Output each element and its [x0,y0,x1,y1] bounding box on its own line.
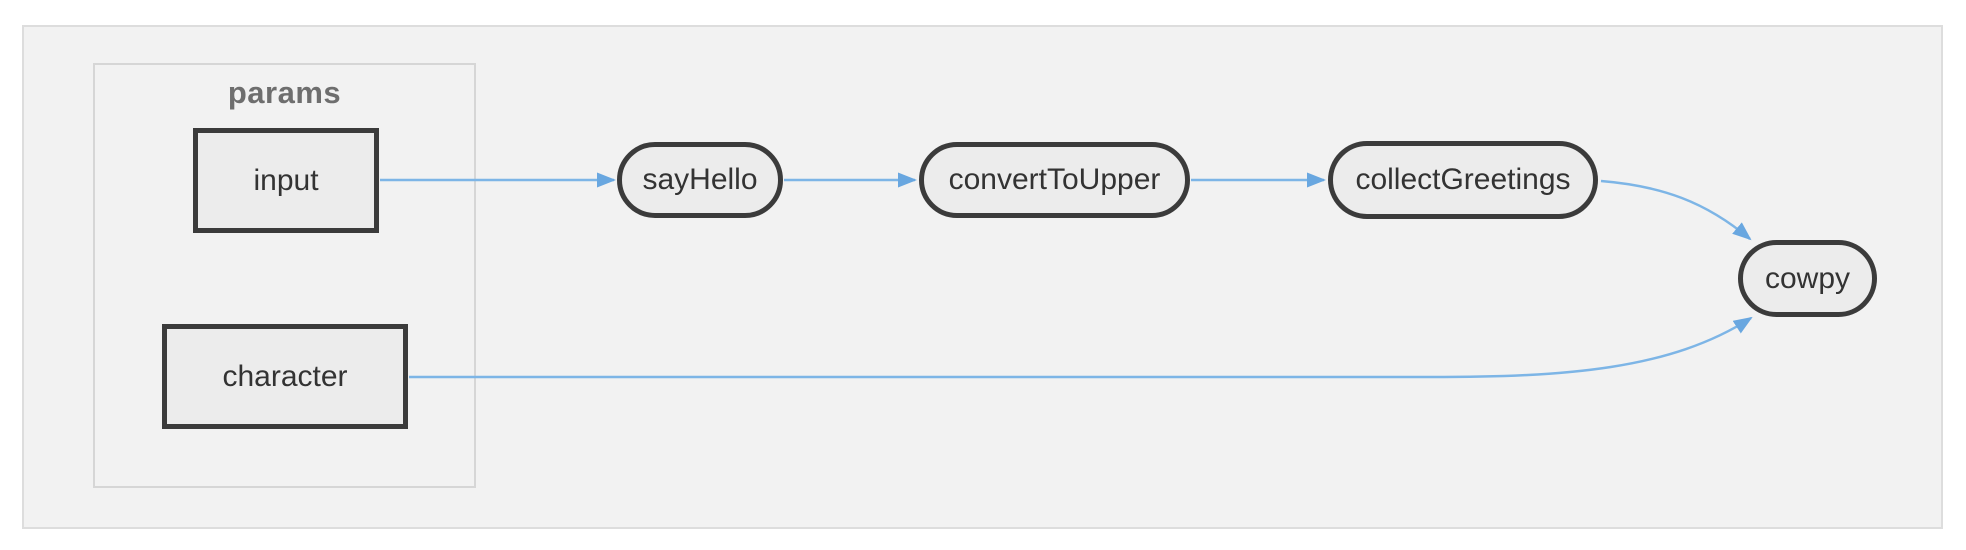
diagram-canvas [22,25,1943,529]
node-cowpy-label: cowpy [1764,261,1851,295]
node-collectgreetings: collectGreetings [1328,141,1598,219]
node-cowpy: cowpy [1738,240,1877,317]
node-converttoupper-label: convertToUpper [948,163,1161,196]
node-converttoupper: convertToUpper [919,142,1190,218]
node-character: character [162,324,408,429]
node-input: input [193,128,379,233]
node-input-label: input [253,163,319,197]
node-sayhello-label: sayHello [642,163,758,196]
node-character-label: character [222,359,348,393]
group-params-label: params [227,75,342,110]
node-collectgreetings-label: collectGreetings [1355,163,1571,196]
node-sayhello: sayHello [617,142,783,218]
group-params: params [93,63,476,488]
